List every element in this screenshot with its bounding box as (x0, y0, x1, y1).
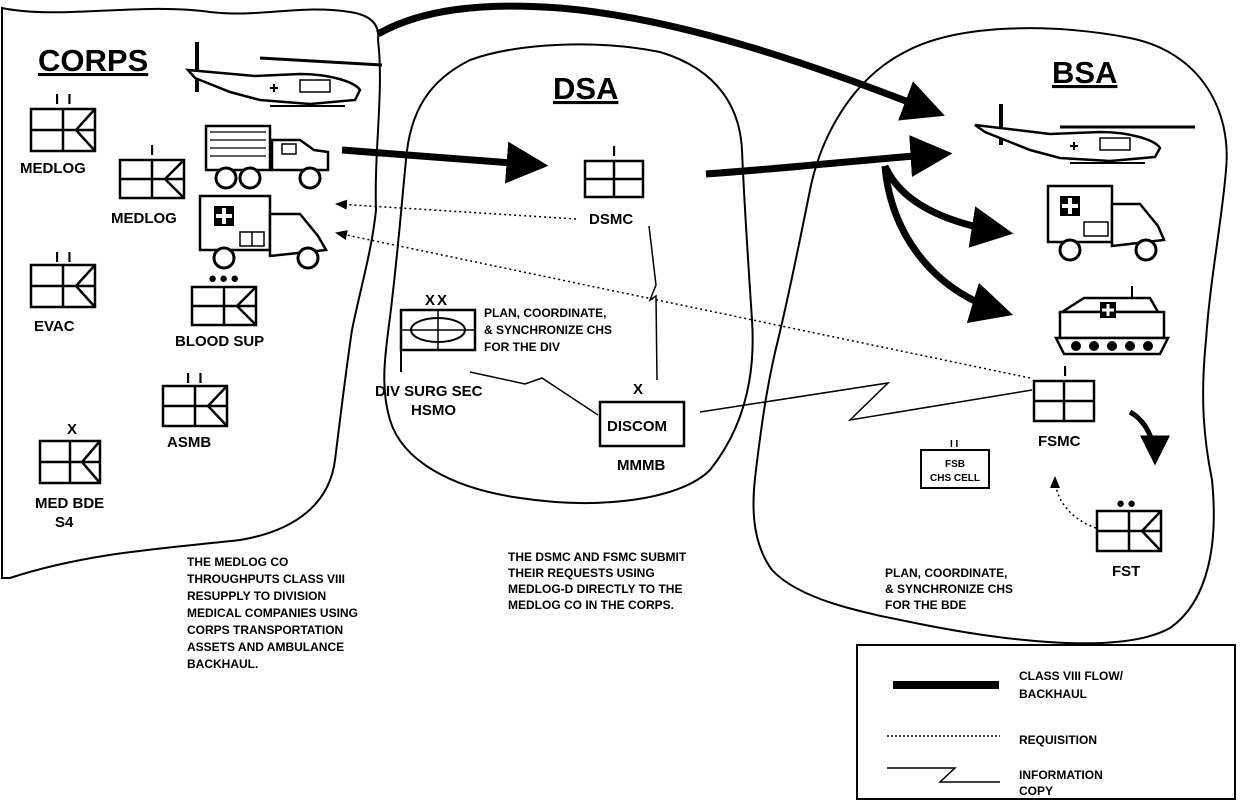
flow-arrow-dsa-to-bsa-apc (881, 165, 1014, 323)
echelon-mark: XX (425, 292, 449, 309)
legend: CLASS VIII FLOW/ BACKHAUL REQUISITION IN… (856, 644, 1236, 800)
dsa-title: DSA (553, 71, 618, 106)
unit-label-2: HSMO (411, 402, 456, 419)
dsmc-note: THE DSMC AND FSMC SUBMIT THEIR REQUESTS … (508, 550, 687, 612)
unit-label-2: S4 (55, 514, 74, 531)
flow-arrow-truck-to-dsa (341, 141, 549, 184)
unit-label: MMMB (617, 457, 665, 474)
unit-label: EVAC (34, 318, 75, 335)
legend-info-label-2: COPY (1019, 784, 1053, 798)
note-line: THE DSMC AND FSMC SUBMIT (508, 550, 687, 564)
armored-ambulance-icon (1053, 286, 1171, 356)
note-line: PLAN, COORDINATE, (484, 306, 606, 320)
legend-flow-label: CLASS VIII FLOW/ (1019, 669, 1124, 683)
echelon-mark: I I (186, 370, 205, 387)
fsb-symbol (920, 449, 990, 489)
requisition-fst-to-fsmc (1050, 476, 1097, 529)
discom-label: DISCOM (607, 418, 667, 435)
blood-sup-unit: ●●● BLOOD SUP (175, 270, 264, 350)
echelon-mark: X (67, 421, 79, 438)
medlog-b-unit: I MEDLOG (111, 142, 186, 227)
note-line: & SYNCHRONIZE CHS (885, 582, 1013, 596)
note-line: THEIR REQUESTS USING (508, 566, 655, 580)
echelon-mark: X (633, 381, 645, 398)
unit-label: ASMB (167, 434, 211, 451)
note-line: FOR THE DIV (484, 340, 560, 354)
corps-title: CORPS (38, 43, 148, 78)
information-copy-lines (469, 225, 1033, 422)
note-line: RESUPPLY TO DIVISION (187, 589, 326, 603)
bsa-title: BSA (1052, 55, 1117, 90)
requisition-arrows (335, 199, 1097, 529)
echelon-mark: I I (55, 249, 74, 266)
medlog-note: THE MEDLOG CO THROUGHPUTS CLASS VIII RES… (187, 555, 358, 671)
legend-flow-label-2: BACKHAUL (1019, 687, 1087, 701)
unit-label-2: CHS CELL (930, 473, 980, 484)
cargo-truck-icon (204, 124, 330, 190)
dsmc-unit: I DSMC (583, 143, 645, 228)
unit-label: DSMC (589, 211, 633, 228)
discom-symbol (598, 400, 686, 448)
note-line: MEDLOG CO IN THE CORPS. (508, 598, 674, 612)
med-bde-unit: X MED BDE S4 (35, 421, 104, 531)
echelon-mark: I (612, 143, 618, 160)
note-line: MEDLOG-D DIRECTLY TO THE (508, 582, 682, 596)
unit-label: MEDLOG (111, 210, 177, 227)
flow-arrow-dsa-to-bsa-heli (705, 135, 953, 178)
unit-label: FSB (945, 459, 965, 470)
echelon-mark: I (150, 142, 156, 159)
corps-area (1, 6, 381, 579)
helicopter-icon-corps (185, 42, 383, 107)
div-surg-unit: XX DIV SURG SEC HSMO (375, 292, 483, 419)
helicopter-icon-bsa (974, 104, 1195, 164)
fsmc-unit: I FSMC (1032, 363, 1096, 450)
requisition-dsmc-to-corps (335, 199, 577, 220)
fsb-unit: I I FSB CHS CELL (920, 439, 990, 489)
note-line: & SYNCHRONIZE CHS (484, 323, 612, 337)
bde-plan-note: PLAN, COORDINATE, & SYNCHRONIZE CHS FOR … (885, 566, 1013, 612)
unit-label: DIV SURG SEC (375, 383, 483, 400)
note-line: PLAN, COORDINATE, (885, 566, 1007, 580)
note-line: MEDICAL COMPANIES USING (187, 606, 358, 620)
medlog-a-unit: I I MEDLOG (20, 91, 97, 177)
echelon-mark: ●● (1116, 495, 1138, 512)
echelon-mark: I (1063, 363, 1069, 380)
legend-requisition-label: REQUISITION (1019, 733, 1097, 747)
requisition-fsmc-to-corps (335, 230, 1031, 379)
unit-label: MED BDE (35, 495, 104, 512)
echelon-mark: ●●● (208, 270, 241, 287)
echelon-mark: I I (55, 91, 74, 108)
note-line: ASSETS AND AMBULANCE (187, 640, 344, 654)
evac-unit: I I EVAC (29, 249, 97, 335)
echelon-mark: I I (950, 439, 959, 450)
info-divsurg-to-discom (469, 371, 599, 416)
note-line: CORPS TRANSPORTATION (187, 623, 343, 637)
note-line: BACKHAUL. (187, 657, 258, 671)
discom-unit: X DISCOM MMMB (598, 381, 686, 474)
unit-label: BLOOD SUP (175, 333, 264, 350)
dsa-area (383, 43, 754, 504)
flow-arrow-dsa-to-bsa-ambulance (881, 164, 1014, 248)
info-discom-to-fsmc (699, 381, 1033, 422)
ambulance-icon-corps (198, 194, 329, 270)
unit-label: FST (1112, 563, 1140, 580)
unit-label: FSMC (1038, 433, 1081, 450)
fst-unit: ●● FST (1095, 495, 1163, 580)
flow-arrow-fsmc-to-fst (1128, 409, 1170, 466)
div-plan-note: PLAN, COORDINATE, & SYNCHRONIZE CHS FOR … (484, 306, 612, 354)
note-line: THE MEDLOG CO (187, 555, 288, 569)
ambulance-icon-bsa (1046, 184, 1166, 262)
class-viii-flow-arrows (341, 2, 1170, 466)
note-line: FOR THE BDE (885, 598, 966, 612)
unit-label: MEDLOG (20, 160, 86, 177)
info-dsmc-to-discom (648, 225, 658, 381)
asmb-unit: I I ASMB (161, 370, 229, 451)
note-line: THROUGHPUTS CLASS VIII (187, 572, 345, 586)
legend-info-label: INFORMATION (1019, 768, 1103, 782)
bsa-area (752, 27, 1228, 645)
legend-info-line (887, 767, 1000, 783)
legend-box (856, 644, 1236, 800)
flow-arrow-corps-to-bsa-heli (376, 2, 945, 121)
